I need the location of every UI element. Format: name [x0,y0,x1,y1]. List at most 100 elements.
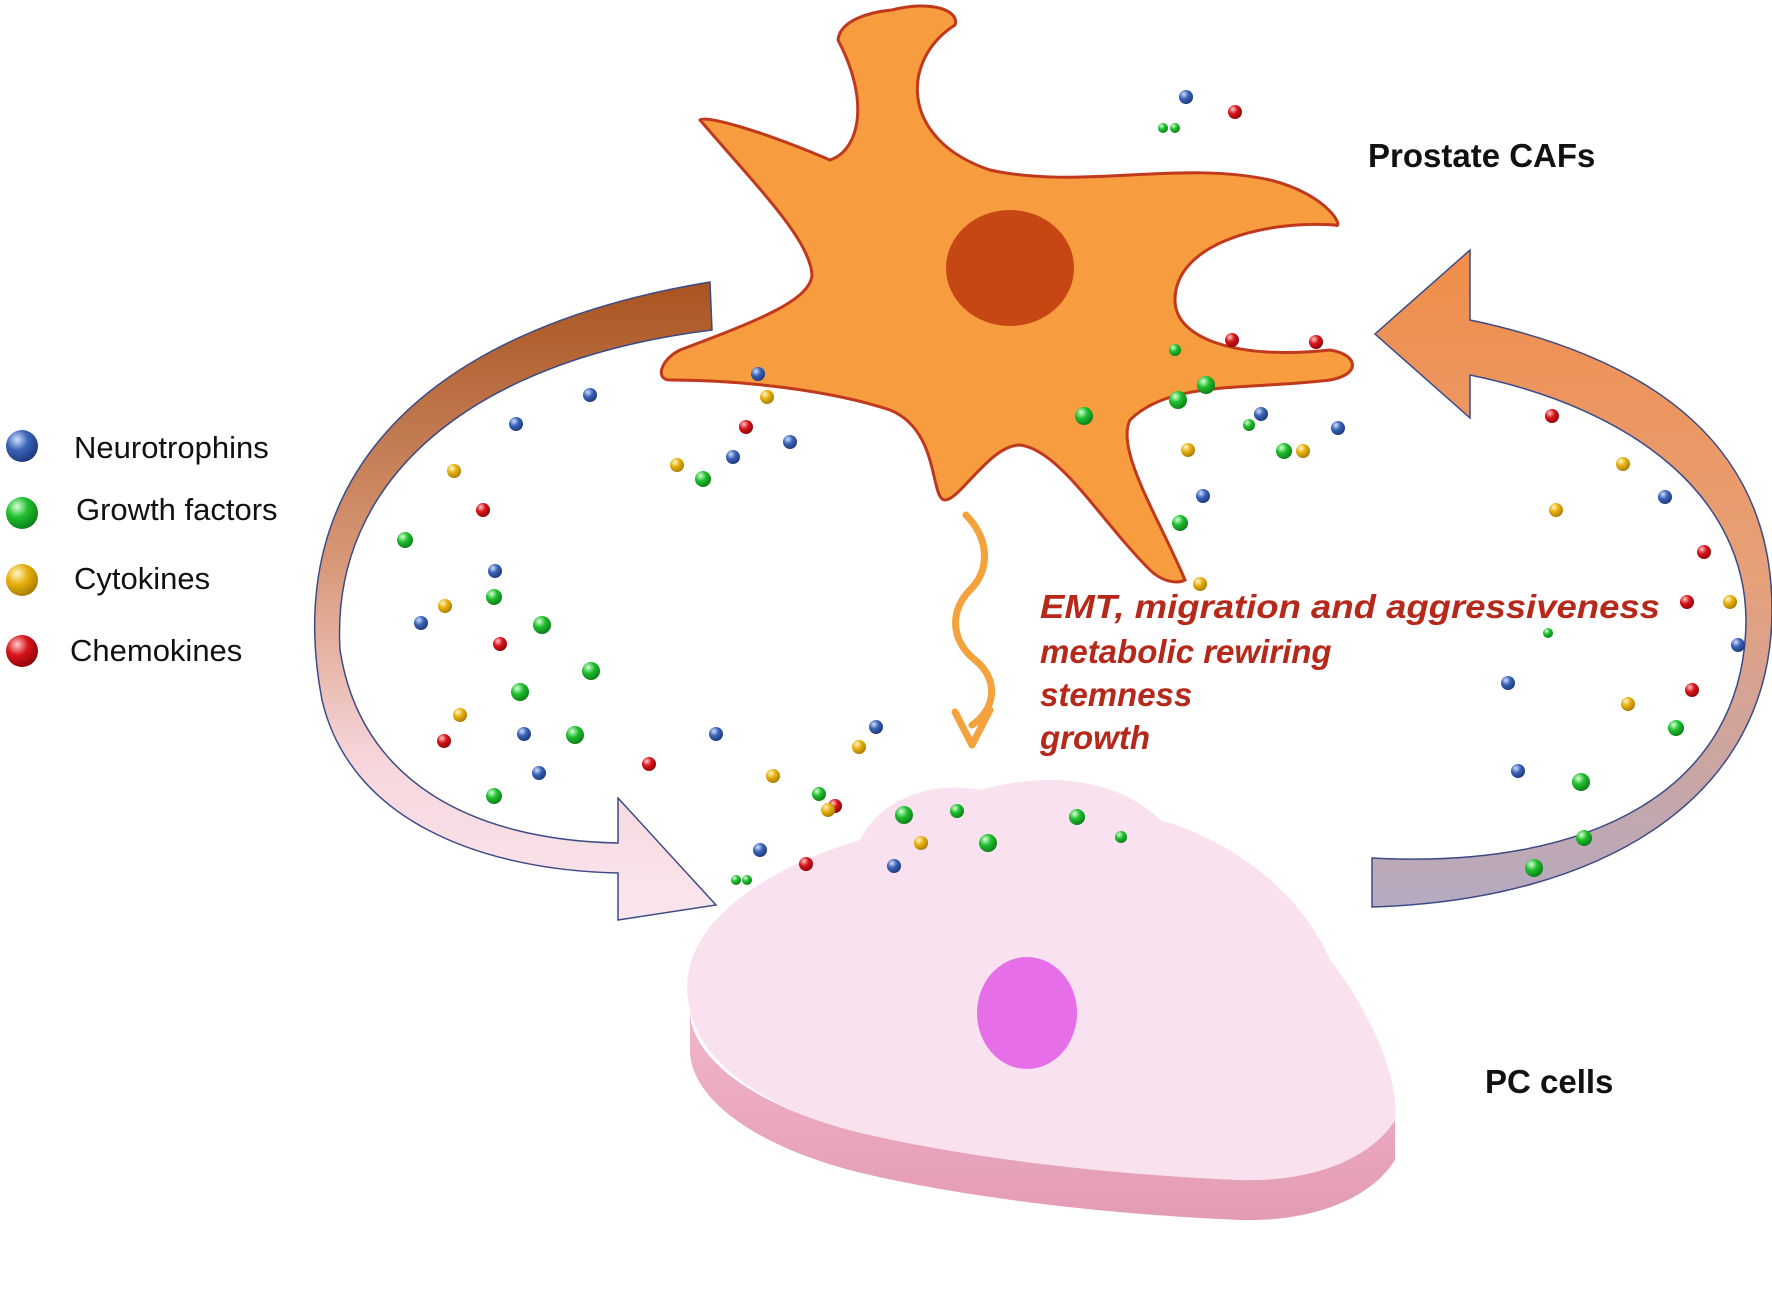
neurotrophin-dot [1501,676,1515,690]
neurotrophin-dot [517,727,531,741]
effect-growth: growth [1039,719,1150,756]
legend-swatch-cytokines [6,564,38,596]
growth-factor-dot [1169,391,1187,409]
legend-swatch-growth-factors [6,497,38,529]
effect-emt: EMT, migration and aggressiveness [1040,588,1660,625]
cytokine-dot [914,836,928,850]
growth-factor-dot [895,806,913,824]
legend-swatch-neurotrophins [6,430,38,462]
growth-factor-dot [582,662,600,680]
growth-factor-dot [397,532,413,548]
chemokine-dot [1680,595,1694,609]
chemokine-dot [799,857,813,871]
cytokine-dot [821,803,835,817]
chemokine-dot [739,420,753,434]
pc-cell-side [690,1010,1395,1221]
legend-item-chemokines: Chemokines [6,633,242,668]
neurotrophin-dot [1331,421,1345,435]
growth-factor-dot [486,589,502,605]
growth-factor-dot [1576,830,1592,846]
growth-factor-dot [742,875,752,885]
neurotrophin-dot [414,616,428,630]
neurotrophin-dot [1658,490,1672,504]
growth-factor-dot [731,875,741,885]
growth-factor-dot [1115,831,1127,843]
growth-factor-dot [1197,376,1215,394]
growth-factor-dot [1172,515,1188,531]
growth-factor-dot [1075,407,1093,425]
pc-label: PC cells [1485,1063,1613,1100]
wavy-arrow-head [951,706,994,749]
growth-factor-dot [1169,344,1181,356]
growth-factor-dot [1158,123,1168,133]
neurotrophin-dot [1254,407,1268,421]
right-curved-arrow [1371,248,1772,908]
growth-factor-dot [1525,859,1543,877]
neurotrophin-dot [532,766,546,780]
chemokine-dot [1228,105,1242,119]
growth-factor-dot [979,834,997,852]
cytokine-dot [453,708,467,722]
cytokine-dot [760,390,774,404]
neurotrophin-dot [1179,90,1193,104]
cytokine-dot [1549,503,1563,517]
cytokine-dot [438,599,452,613]
pc-nucleus [977,957,1077,1069]
growth-factor-dot [1668,720,1684,736]
cytokine-dot [1181,443,1195,457]
growth-factor-dot [1543,628,1553,638]
wavy-arrow [952,511,995,729]
neurotrophin-dot [709,727,723,741]
growth-factor-dot [486,788,502,804]
legend-label-growth-factors: Growth factors [76,492,278,527]
neurotrophin-dot [1196,489,1210,503]
chemokine-dot [1685,683,1699,697]
growth-factor-dot [566,726,584,744]
chemokine-dot [1545,409,1559,423]
neurotrophin-dot [509,417,523,431]
pc-cell [687,780,1396,1221]
neurotrophin-dot [726,450,740,464]
caf-cell [659,4,1354,584]
effects-list: EMT, migration and aggressiveness metabo… [1039,588,1660,756]
growth-factor-dot [533,616,551,634]
growth-factor-dot [950,804,964,818]
neurotrophin-dot [583,388,597,402]
cytokine-dot [1193,577,1207,591]
legend-item-cytokines: Cytokines [6,561,210,596]
chemokine-dot [1697,545,1711,559]
cytokine-dot [1621,697,1635,711]
neurotrophin-dot [751,367,765,381]
chemokine-dot [493,637,507,651]
chemokine-dot [642,757,656,771]
growth-factor-dot [1243,419,1255,431]
legend-swatch-chemokines [6,635,38,667]
legend-label-chemokines: Chemokines [70,633,242,668]
effect-stemness: stemness [1040,676,1192,713]
cytokine-dot [852,740,866,754]
chemokine-dot [437,734,451,748]
legend-item-neurotrophins: Neurotrophins [6,430,269,465]
chemokine-dot [1309,335,1323,349]
growth-factor-dot [511,683,529,701]
legend-item-growth-factors: Growth factors [6,492,278,529]
cytokine-dot [1616,457,1630,471]
growth-factor-dot [812,787,826,801]
growth-factor-dot [1170,123,1180,133]
cytokine-dot [447,464,461,478]
cytokine-dot [670,458,684,472]
chemokine-dot [1225,333,1239,347]
caf-nucleus [946,210,1074,326]
neurotrophin-dot [753,843,767,857]
effect-metabolic: metabolic rewiring [1040,633,1332,670]
legend: Neurotrophins Growth factors Cytokines C… [6,430,278,668]
left-curved-arrow [313,281,718,921]
legend-label-neurotrophins: Neurotrophins [74,430,269,465]
growth-factor-dot [1276,443,1292,459]
neurotrophin-dot [1731,638,1745,652]
neurotrophin-dot [488,564,502,578]
neurotrophin-dot [869,720,883,734]
neurotrophin-dot [887,859,901,873]
